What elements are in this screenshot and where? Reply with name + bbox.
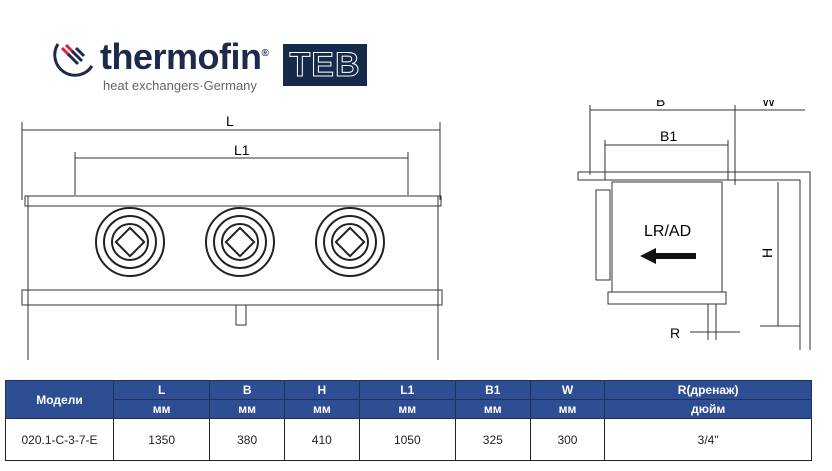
- header-cell: B1: [454, 380, 531, 400]
- dim-L1: L1: [234, 142, 250, 158]
- airflow-arrow-icon: [640, 248, 696, 264]
- dim-R: R: [670, 325, 680, 341]
- unit-cell: дюйм: [604, 399, 812, 419]
- technical-drawing: L L1 B B1 W H R LR/AD: [21, 100, 811, 360]
- dim-L: L: [226, 113, 234, 129]
- table-cell: 300: [529, 418, 606, 461]
- header-cell: R(дренаж): [604, 380, 812, 400]
- fan-hub-icon: [114, 226, 146, 258]
- unit-cell: мм: [358, 399, 456, 419]
- unit-cell: мм: [209, 399, 285, 419]
- table-cell: 325: [454, 418, 531, 461]
- dim-B1: B1: [660, 128, 677, 144]
- airflow-label: LR/AD: [644, 223, 691, 240]
- unit-cell: мм: [283, 399, 360, 419]
- brand-name: thermofin®: [100, 36, 269, 77]
- fan-hub-icon: [224, 226, 256, 258]
- table-row: 020.1-C-3-7-E 1350 380 410 1050 325 300 …: [5, 418, 812, 461]
- dim-B: B: [656, 100, 665, 109]
- unit-cell: мм: [454, 399, 531, 419]
- header-cell: B: [209, 380, 285, 400]
- table-cell: 1350: [112, 418, 211, 461]
- fan-hub-icon: [334, 226, 366, 258]
- header-cell: L1: [358, 380, 456, 400]
- header-cell: L: [112, 380, 211, 400]
- header-cell: W: [529, 380, 606, 400]
- model-cell: 020.1-C-3-7-E: [5, 418, 114, 461]
- header-cell: H: [283, 380, 360, 400]
- table-cell: 380: [209, 418, 285, 461]
- table-cell: 1050: [358, 418, 456, 461]
- dim-H: H: [759, 248, 775, 258]
- dim-W: W: [762, 100, 776, 109]
- unit-cell: мм: [112, 399, 211, 419]
- table-cell: 3/4": [604, 418, 812, 461]
- brand-tagline: heat exchangers·Germany: [103, 78, 257, 93]
- thermofin-logo-icon: [53, 43, 94, 77]
- header-cell: Модели: [5, 380, 114, 419]
- units-row: мм мм мм мм мм мм дюйм: [6, 399, 812, 419]
- header-row: Модели L B H L1 B1 W R(дренаж): [5, 380, 812, 419]
- unit-cell: мм: [529, 399, 606, 419]
- table-cell: 410: [283, 418, 360, 461]
- dimensions-table: Модели L B H L1 B1 W R(дренаж) мм мм мм …: [5, 380, 812, 461]
- teb-logo: TEB: [283, 44, 367, 86]
